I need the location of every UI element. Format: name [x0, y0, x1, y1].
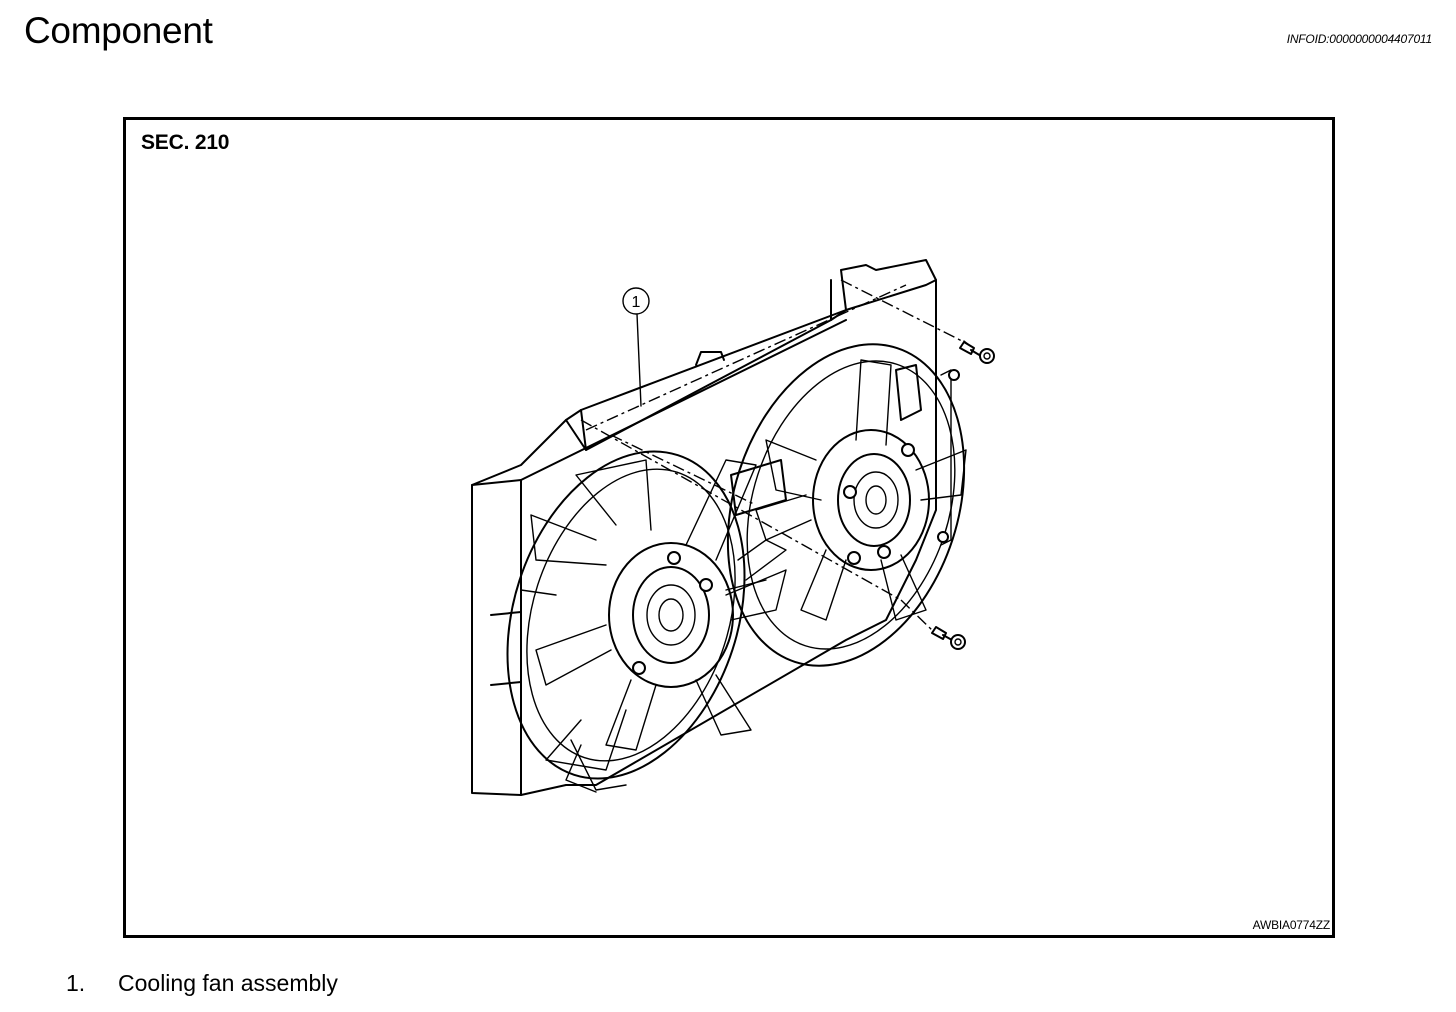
upper-bolt: [959, 340, 995, 364]
page-title: Component: [24, 10, 213, 51]
right-fan: [726, 343, 967, 667]
figure-frame: SEC. 210: [123, 117, 1335, 938]
figure-code: AWBIA0774ZZ: [1252, 918, 1331, 932]
center-bracket: [725, 459, 787, 591]
callout-1-number: 1: [632, 294, 641, 311]
legend-item-label: Cooling fan assembly: [118, 970, 338, 996]
section-label: SEC. 210: [141, 131, 230, 154]
fan-shroud: [471, 259, 937, 796]
cooling-fan-illustration: 1: [471, 259, 995, 796]
callout-1: 1: [622, 287, 650, 407]
lower-bolt: [931, 626, 966, 650]
info-id: INFOID:0000000004407011: [1286, 32, 1432, 46]
legend-item-number: 1.: [66, 970, 86, 996]
legend-item: 1. Cooling fan assembly: [66, 970, 338, 997]
alignment-lines: [580, 279, 965, 631]
